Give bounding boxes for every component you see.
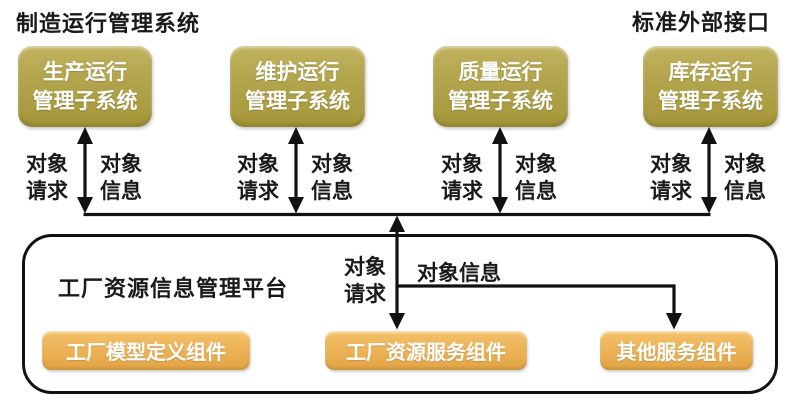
object-request-label: 对象 请求 [441,153,483,203]
platform-box [22,234,778,394]
component-box-factory-model-definition: 工厂模型定义组件 [42,331,250,370]
component-label-other-services: 其他服务组件 [616,342,737,364]
object-info-label: 对象 信息 [515,153,557,203]
subsystem-box-production: 生产运行 管理子系统 [18,46,152,127]
bus-labels-maintenance: 对象 请求 对象 信息 [230,151,360,207]
platform-title: 工厂资源信息管理平台 [58,276,289,301]
mes-system-title: 制造运行管理系统 [16,11,201,36]
subsystem-box-quality: 质量运行 管理子系统 [433,46,568,127]
object-info-label: 对象 信息 [311,153,353,203]
platform-object-info-label: 对象信息 [417,262,501,285]
component-label-factory-resource-service: 工厂资源服务组件 [346,342,506,364]
subsystem-label-production: 生产运行 管理子系统 [32,60,138,113]
component-box-other-services: 其他服务组件 [600,331,753,370]
standard-external-interface-title: 标准外部接口 [632,10,771,35]
object-request-label: 对象 请求 [237,153,279,203]
object-info-label: 对象 信息 [100,153,142,203]
bus-labels-inventory: 对象 请求 对象 信息 [643,151,773,207]
platform-object-request-label: 对象 请求 [344,256,386,306]
subsystem-label-inventory: 库存运行 管理子系统 [658,60,763,113]
component-label-factory-model-definition: 工厂模型定义组件 [66,342,226,364]
bus-labels-production: 对象 请求 对象 信息 [19,151,149,207]
subsystem-label-maintenance: 维护运行 管理子系统 [245,60,350,113]
object-info-label: 对象 信息 [724,153,766,203]
component-box-factory-resource-service: 工厂资源服务组件 [325,331,527,370]
subsystem-box-maintenance: 维护运行 管理子系统 [230,46,365,127]
object-request-label: 对象 请求 [26,153,68,203]
object-request-label: 对象 请求 [650,153,692,203]
bus-labels-quality: 对象 请求 对象 信息 [434,151,564,207]
subsystem-label-quality: 质量运行 管理子系统 [448,60,553,113]
subsystem-box-inventory: 库存运行 管理子系统 [643,46,778,127]
